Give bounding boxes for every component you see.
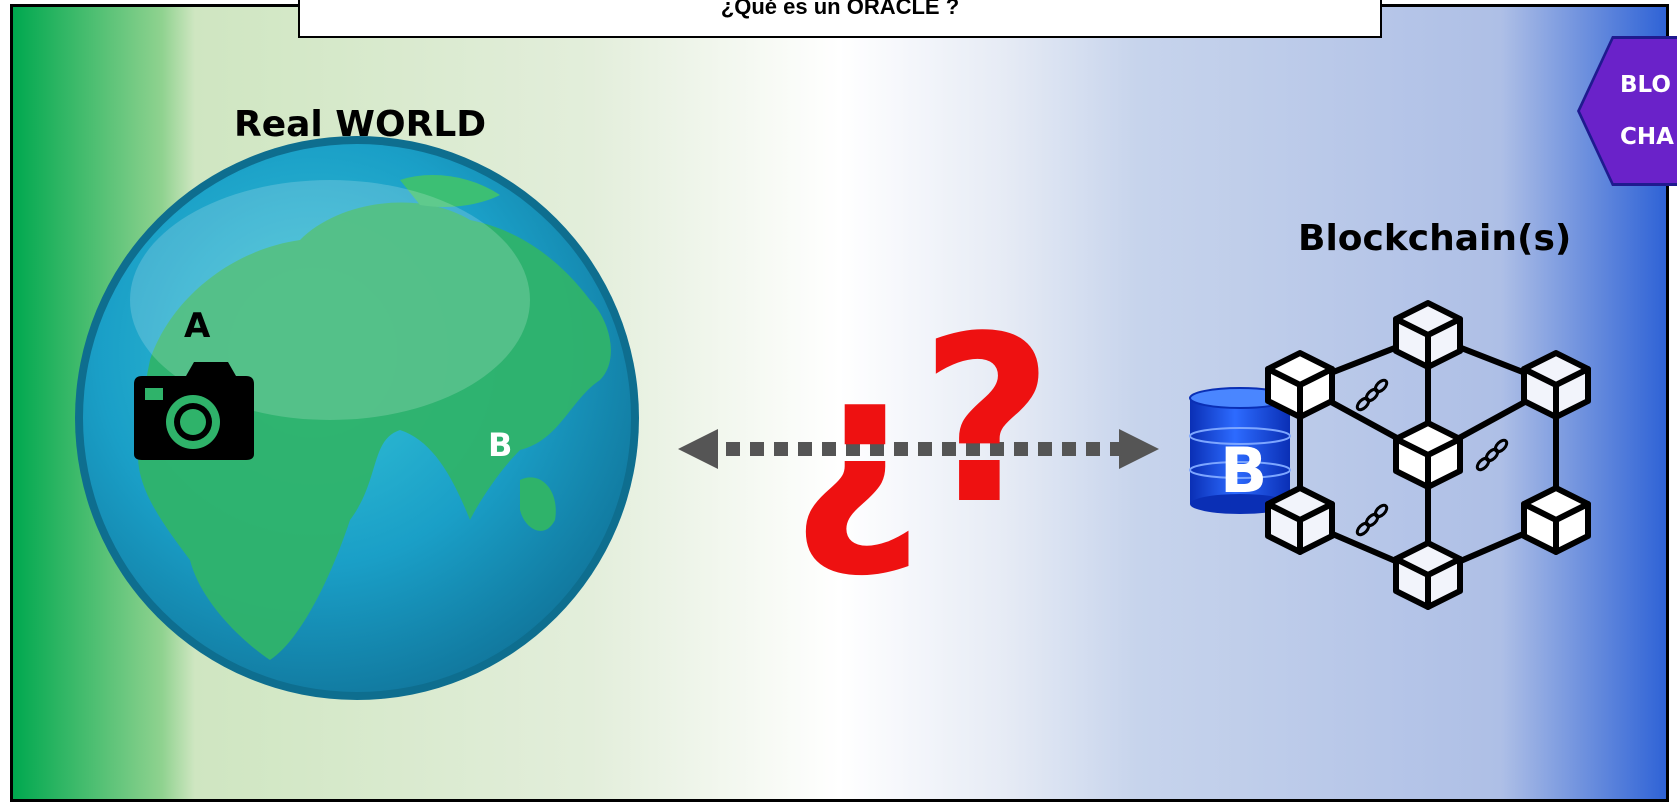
globe-icon [75,136,639,700]
block-cube-icon [1521,350,1591,420]
block-cube-icon [1265,350,1335,420]
block-cube-icon [1521,485,1591,555]
real-world-label: Real WORLD [234,104,487,145]
block-cube-icon [1393,420,1463,490]
question-mark-open: ¿ [790,318,923,585]
badge-line-2: CHA [1620,124,1674,150]
globe-letter-a: A [184,306,211,346]
block-cube-icon [1265,485,1335,555]
blockchain-network-icon [1265,300,1591,610]
blockchain-label: Blockchain(s) [1298,218,1572,259]
badge-line-1: BLO [1620,72,1671,98]
page-title: ¿Qué es un ORACLE ? [298,0,1382,38]
globe-letter-b: B [488,426,513,464]
block-cube-icon [1393,300,1463,370]
db-letter: B [1220,434,1267,507]
double-arrow-icon [678,429,1159,469]
question-mark-close: ? [920,288,1053,555]
camera-icon [134,362,254,460]
block-cube-icon [1393,540,1463,610]
